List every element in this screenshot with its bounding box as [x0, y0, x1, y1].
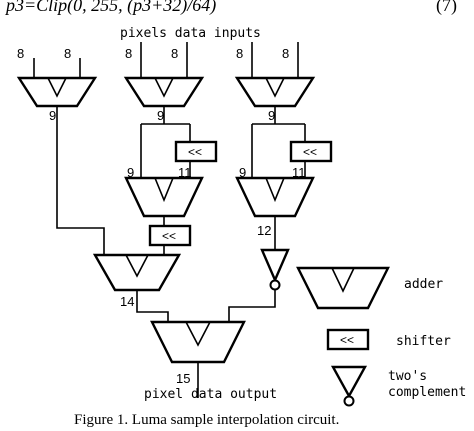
adder-stage2-c [235, 176, 315, 218]
adder-stage3 [92, 253, 182, 292]
bitwidth-stage4-out: 14 [120, 294, 134, 309]
legend-adder-notch [331, 267, 355, 293]
twos-complement-bubble [269, 279, 281, 291]
pixel-data-output-label: pixel data output [144, 387, 277, 402]
bitwidth-mid-b-right: 11 [178, 165, 192, 180]
bitwidth-stage3-out: 12 [257, 223, 271, 238]
adder-stage1-a [16, 76, 98, 108]
legend-twos-icon [330, 365, 368, 399]
bitwidth-in-c-left: 8 [236, 46, 243, 61]
adder-stage4 [150, 320, 246, 364]
bitwidth-out-a: 9 [49, 108, 56, 123]
adder-notch [154, 77, 174, 98]
legend-twos-label-line1: two's [388, 369, 427, 384]
shifter-b [174, 140, 218, 163]
legend: adder << shifter two's complement [296, 266, 466, 407]
adder-stage2-b [124, 176, 204, 218]
wires-stage1-to-stage2 [56, 106, 306, 255]
bitwidth-in-b-left: 8 [125, 46, 132, 61]
shifter-c-symbol: << [303, 145, 317, 159]
adder-notch [185, 321, 211, 347]
equation-text: p3=Clip(0, 255, (p3+32)/64) [4, 0, 216, 16]
legend-shifter-symbol: << [340, 333, 354, 347]
legend-adder-label: adder [404, 277, 443, 292]
bitwidth-in-a-left: 8 [17, 46, 24, 61]
shifter-b-symbol: << [188, 145, 202, 159]
bitwidth-mid-b-left: 9 [127, 165, 134, 180]
shifter-stage3 [148, 224, 192, 247]
bitwidth-out-c: 9 [268, 108, 275, 123]
adder-notch [265, 177, 285, 203]
legend-twos-label-line2: complement [388, 385, 466, 400]
legend-adder-icon [296, 266, 390, 310]
figure-caption: Figure 1. Luma sample interpolation circ… [74, 412, 339, 428]
adder-stage1-b [123, 76, 205, 108]
wires-stage3-to-stage4 [136, 290, 276, 322]
bitwidth-mid-c-left: 9 [239, 165, 246, 180]
adder-stage1-c [234, 76, 316, 108]
shifter-stage3-symbol: << [162, 229, 176, 243]
bitwidth-mid-c-right: 11 [292, 165, 306, 180]
adder-notch [47, 77, 67, 98]
legend-shifter-icon [326, 328, 370, 351]
bitwidth-out-b: 9 [157, 108, 164, 123]
legend-twos-bubble [343, 395, 355, 407]
equation-number: (7) [436, 0, 457, 16]
bitwidth-in-c-right: 8 [282, 46, 289, 61]
twos-complement-inverter [260, 248, 290, 284]
adder-notch [265, 77, 285, 98]
bitwidth-in-a-right: 8 [64, 46, 71, 61]
input-wires [33, 42, 299, 78]
bitwidth-final-out: 15 [176, 371, 190, 386]
adder-notch [125, 254, 149, 278]
shifter-c [289, 140, 333, 163]
legend-shifter-label: shifter [396, 334, 451, 349]
adder-notch [154, 177, 174, 203]
pixels-data-inputs-label: pixels data inputs [120, 26, 261, 41]
bitwidth-in-b-right: 8 [171, 46, 178, 61]
wires-stage2-to-stage3 [163, 216, 276, 255]
